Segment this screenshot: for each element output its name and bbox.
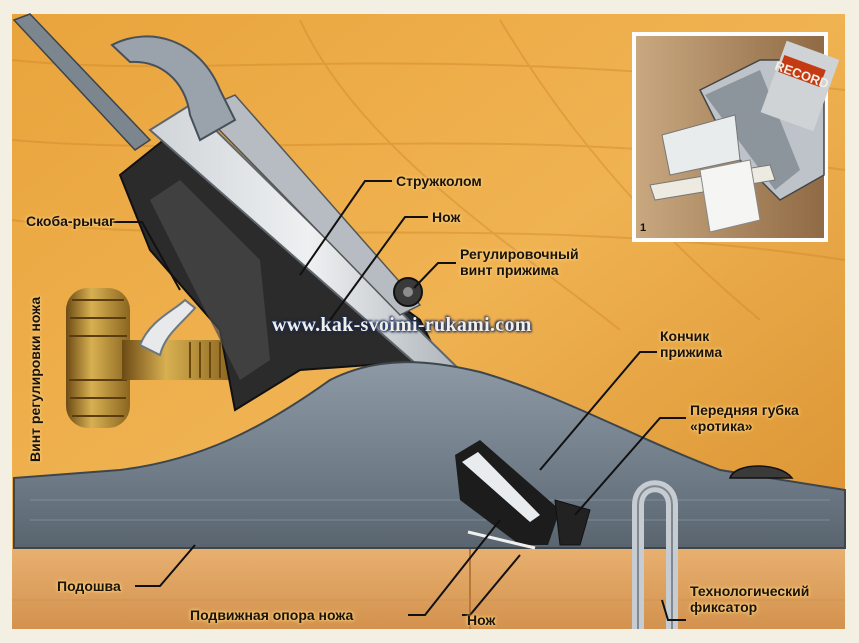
label-sole: Подошва: [57, 578, 121, 594]
label-tech-clamp: Технологический фиксатор: [690, 583, 810, 615]
label-blade-bottom: Нож: [467, 612, 496, 628]
label-frog: Подвижная опора ножа: [190, 607, 354, 623]
label-front-jaw: Передняя губка «ротика»: [690, 402, 799, 434]
label-lever-cap: Скоба-рычаг: [26, 213, 115, 229]
watermark: www.kak-svoimi-rukami.com: [272, 314, 532, 336]
label-depth-screw: Винт регулировки ножа: [27, 296, 43, 462]
label-clamp-tip: Кончик прижима: [660, 328, 723, 360]
label-chipbreaker: Стружколом: [396, 173, 482, 189]
label-adjust-screw: Регулировочный винт прижима: [460, 246, 579, 278]
inset-number: 1: [640, 222, 647, 234]
label-blade-top: Нож: [432, 209, 461, 225]
